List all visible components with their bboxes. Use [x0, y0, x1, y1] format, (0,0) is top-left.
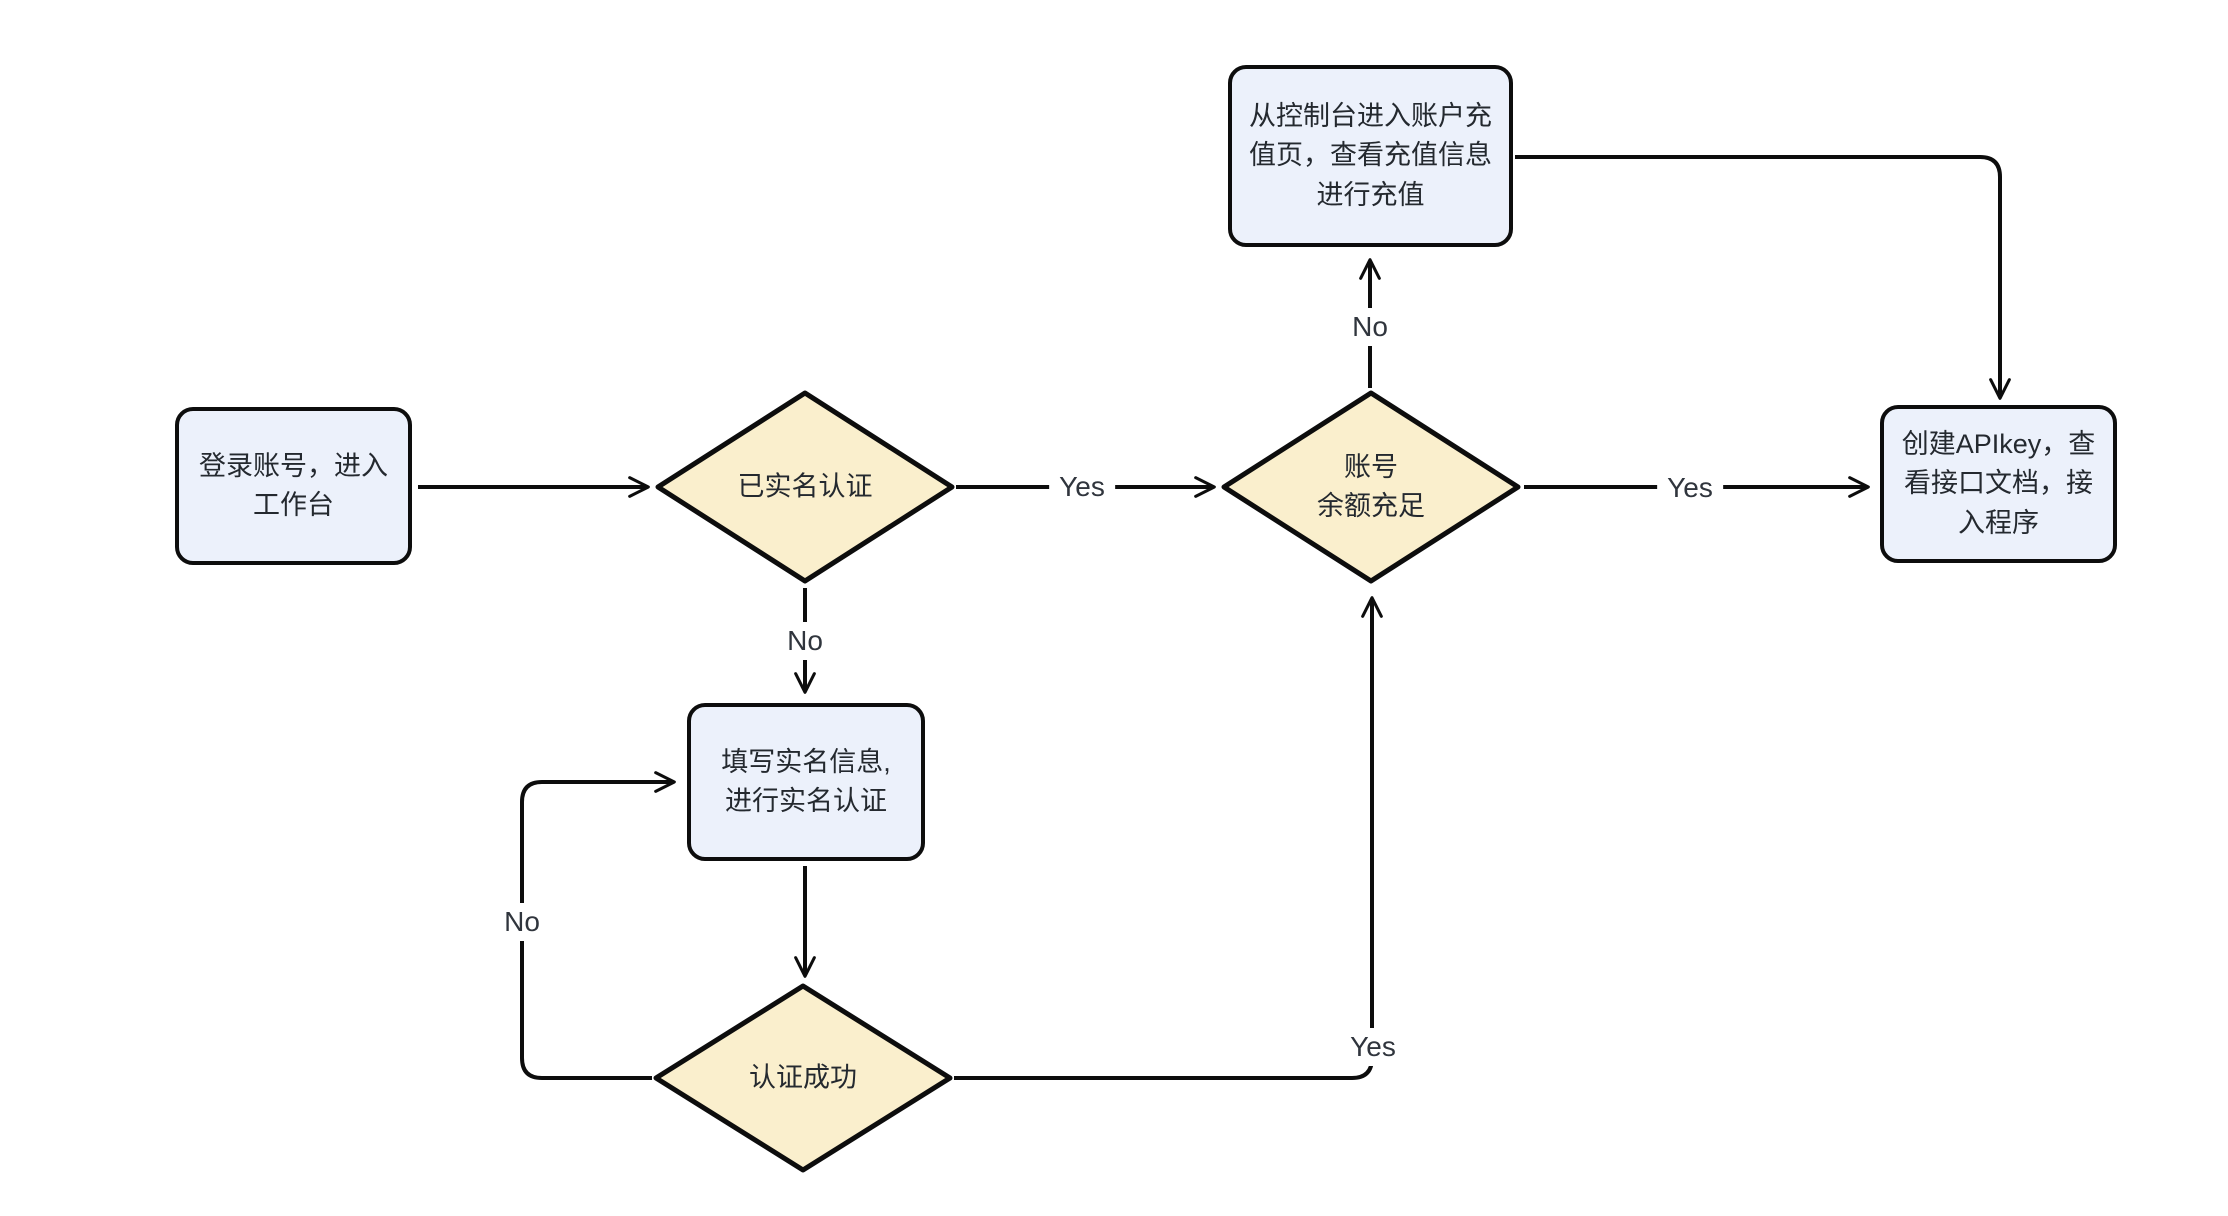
decision-balance-shape	[1221, 390, 1521, 584]
edge-label-realname-no: No	[777, 622, 833, 660]
node-recharge: 从控制台进入账户充 值页，查看充值信息 进行充值	[1228, 65, 1513, 247]
node-apikey-label: 创建APIkey，查 看接口文档，接 入程序	[1901, 429, 2096, 538]
node-fill-info: 填写实名信息, 进行实名认证	[687, 703, 925, 861]
node-login-label: 登录账号，进入 工作台	[199, 450, 388, 520]
decision-auth-success-label: 认证成功	[749, 1062, 857, 1093]
edge-label-realname-yes: Yes	[1049, 468, 1115, 506]
decision-realname-label: 已实名认证	[737, 471, 873, 502]
decision-auth-success-shape	[653, 983, 953, 1173]
node-apikey: 创建APIkey，查 看接口文档，接 入程序	[1880, 405, 2117, 563]
node-fill-info-label: 填写实名信息, 进行实名认证	[721, 746, 891, 816]
edge-recharge-to-apikey	[1515, 155, 2011, 400]
edge-auth-yes-to-balance	[954, 596, 1383, 1080]
decision-balance-label: 账号 余额充足	[1317, 451, 1425, 521]
node-login: 登录账号，进入 工作台	[175, 407, 412, 565]
edge-label-balance-yes: Yes	[1657, 469, 1723, 507]
decision-realname-shape	[655, 390, 955, 584]
edge-label-balance-no: No	[1342, 308, 1398, 346]
node-recharge-label: 从控制台进入账户充 值页，查看充值信息 进行充值	[1249, 101, 1492, 210]
edge-label-auth-yes: Yes	[1340, 1028, 1406, 1066]
edge-label-fill-loop-no: No	[494, 903, 550, 941]
